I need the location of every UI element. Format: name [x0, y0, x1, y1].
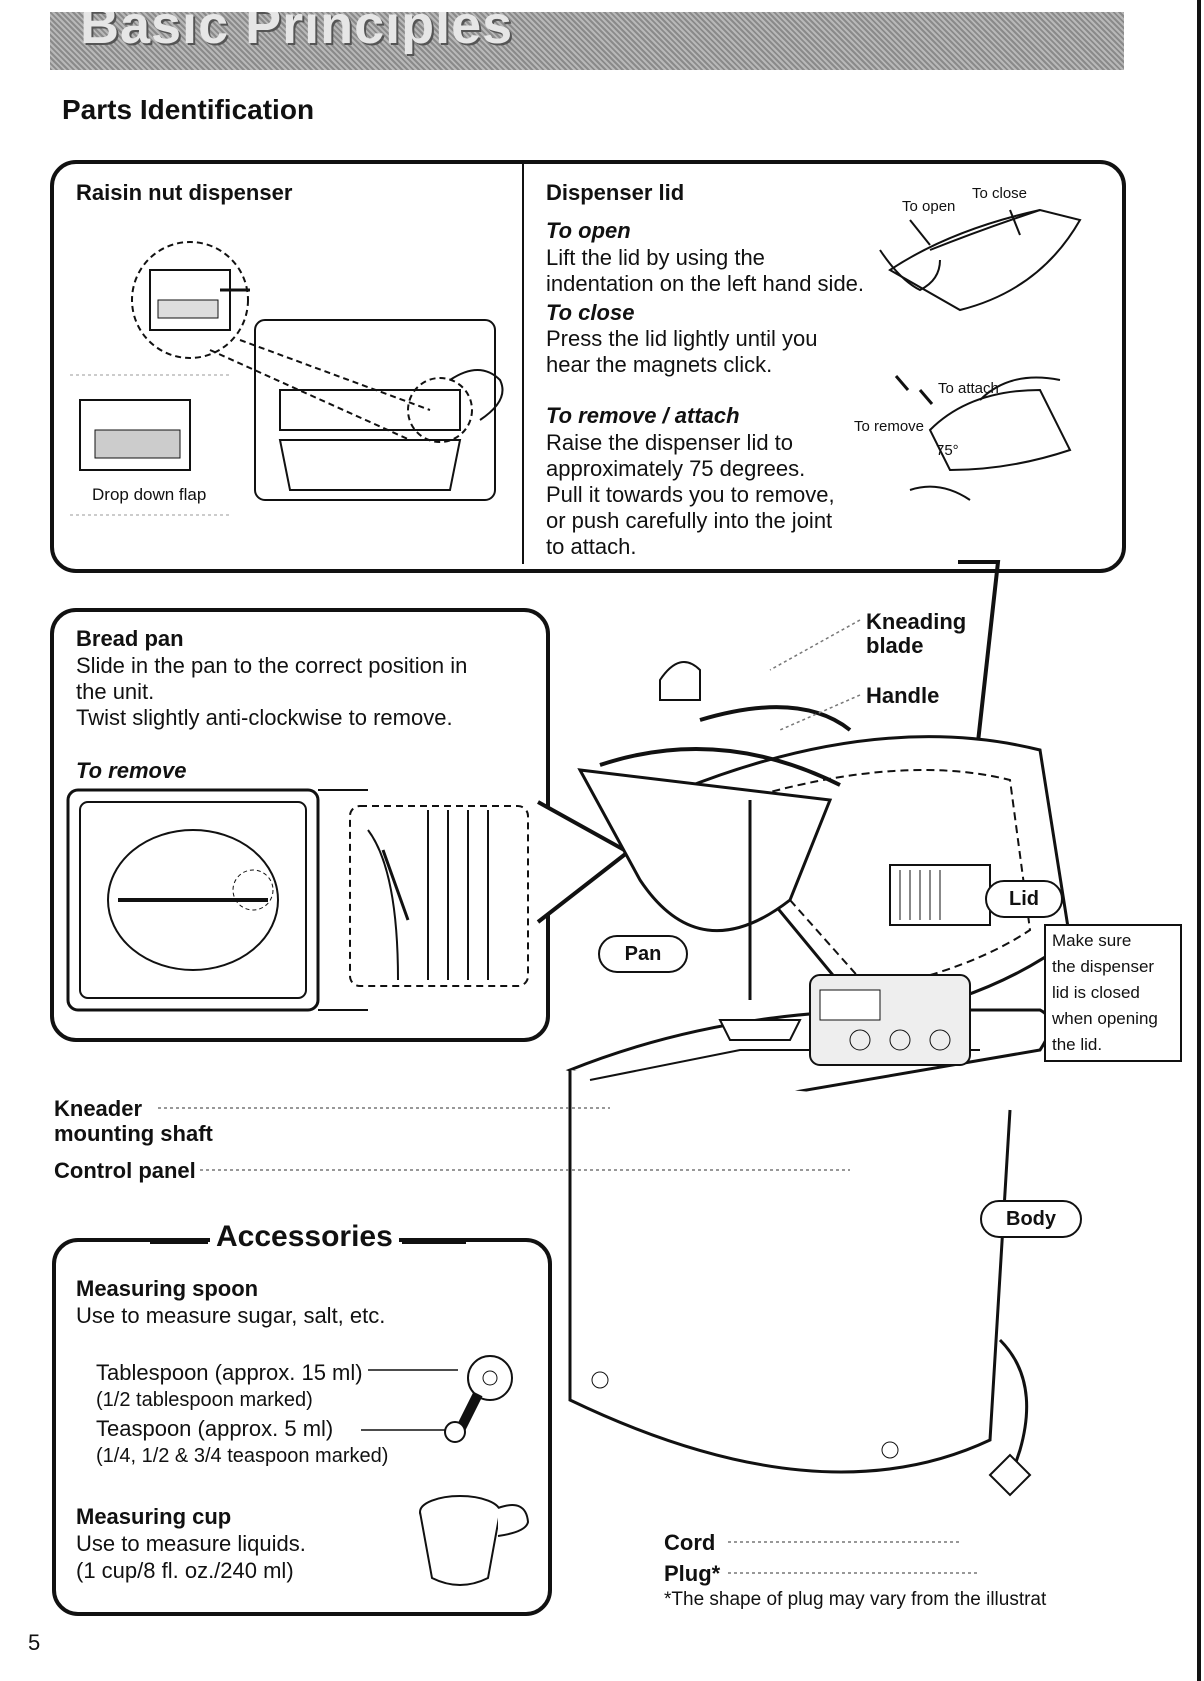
right-margin-rule	[1197, 0, 1201, 1681]
bread-pan-title: Bread pan	[76, 626, 184, 651]
plug-label: Plug*	[664, 1561, 721, 1586]
section-heading: Parts Identification	[62, 94, 315, 125]
measuring-spoon-title: Measuring spoon	[76, 1276, 259, 1301]
lid-label: Lid	[985, 880, 1063, 918]
to-remove-attach-text: Raise the dispenser lid to approximately…	[546, 430, 835, 559]
to-close-text: Press the lid lightly until you hear the…	[546, 326, 818, 377]
tablespoon-note: (1/2 tablespoon marked)	[96, 1389, 313, 1411]
accessories-rule-left	[150, 1240, 208, 1244]
bread-pan-remove-illustration	[66, 788, 529, 1012]
kneader-shaft-label: Kneader mounting shaft	[54, 1096, 213, 1146]
accessories-rule-right	[402, 1240, 466, 1244]
header-banner: Basic Principles	[50, 12, 1124, 70]
to-open-text: Lift the lid by using the indentation on…	[546, 245, 865, 296]
raisin-dispenser-illustration	[70, 241, 504, 516]
bread-pan-text: Slide in the pan to the correct position…	[76, 653, 468, 730]
bread-pan-panel	[50, 608, 550, 1042]
page-title: Basic Principles	[80, 12, 514, 55]
fig-to-close-label: To close	[972, 185, 1028, 202]
measuring-spoon-illustration	[361, 1355, 513, 1443]
raisin-dispenser-title: Raisin nut dispenser	[76, 180, 293, 205]
measuring-cup-title: Measuring cup	[76, 1504, 232, 1529]
measuring-cup-note: (1 cup/8 fl. oz./240 ml)	[76, 1558, 294, 1583]
accessories-title: Accessories	[210, 1220, 399, 1254]
to-close-title: To close	[546, 300, 635, 325]
handle-label: Handle	[866, 683, 940, 708]
dispenser-panel	[50, 160, 1126, 573]
fig-to-open-label: To open	[902, 198, 956, 215]
kneading-blade-label: Kneading blade	[866, 609, 967, 658]
cord-label: Cord	[664, 1530, 716, 1555]
to-open-title: To open	[546, 218, 631, 243]
body-label: Body	[980, 1200, 1082, 1238]
page-number: 5	[28, 1630, 41, 1655]
lid-caution-note: Make sure the dispenser lid is closed wh…	[1044, 924, 1182, 1062]
dispenser-lid-title: Dispenser lid	[546, 180, 685, 205]
bread-pan-remove-title: To remove	[76, 758, 187, 783]
plug-footnote: *The shape of plug may vary from the ill…	[664, 1589, 1047, 1610]
control-panel-label: Control panel	[54, 1158, 196, 1183]
to-remove-attach-title: To remove / attach	[546, 403, 740, 428]
measuring-spoon-text: Use to measure sugar, salt, etc.	[76, 1303, 386, 1328]
teaspoon-text: Teaspoon (approx. 5 ml)	[96, 1416, 334, 1441]
teaspoon-note: (1/4, 1/2 & 3/4 teaspoon marked)	[96, 1445, 389, 1467]
fig-angle-label: 75°	[936, 442, 959, 459]
fig-to-attach-label: To attach	[938, 380, 999, 397]
tablespoon-text: Tablespoon (approx. 15 ml)	[96, 1360, 363, 1385]
panel-divider	[522, 164, 524, 564]
dispenser-lid-illustration	[879, 208, 1082, 501]
fig-to-remove-label: To remove	[854, 418, 925, 435]
pan-label: Pan	[598, 935, 688, 973]
measuring-cup-text: Use to measure liquids.	[76, 1531, 306, 1556]
drop-down-flap-label: Drop down flap	[92, 485, 207, 504]
measuring-cup-illustration	[419, 1495, 530, 1586]
